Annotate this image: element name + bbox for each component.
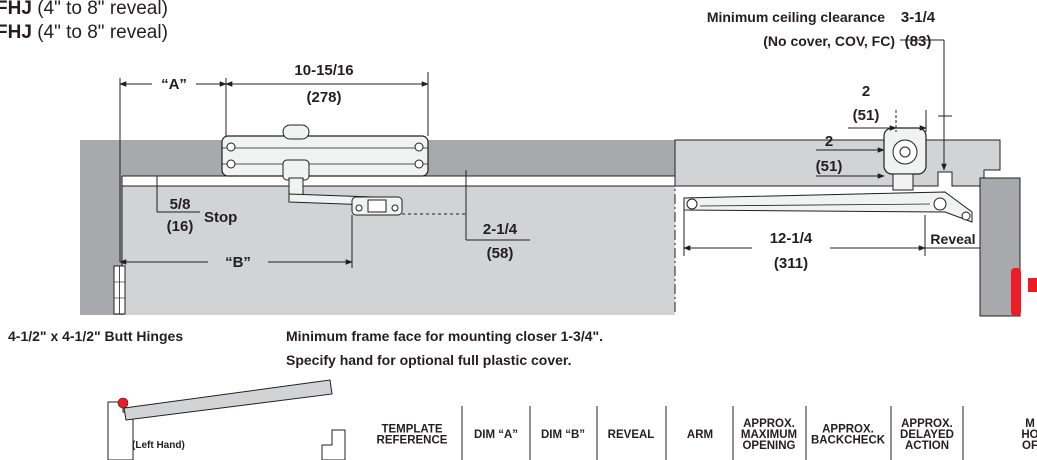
note-hinges: 4-1/2" x 4-1/2" Butt Hinges [8,328,183,344]
legend-line-1: FHJ (4" to 8" reveal) [0,0,168,19]
legend-range-1: (4" to 8" reveal) [37,0,168,19]
table-header-max-hold-open: M [1025,418,1035,430]
ceiling-clearance-value: 3-1/4 [901,9,936,26]
table-header-max-hold-open: OF [1022,440,1037,452]
door-swing-plan [107,379,346,460]
dim-closer-length: 10-15/16 [294,62,353,79]
dim-stop-fraction: 5/8 [170,196,191,213]
dim-side-height-mm: (51) [816,158,843,175]
table-header-max-opening: OPENING [742,440,795,452]
table-header-delayed-action: ACTION [905,440,949,452]
hinge-pivot-marker [117,397,129,409]
side-view [674,127,1037,317]
door-edge-marker [1011,268,1021,316]
dimension-lines-side [683,39,980,256]
dim-arm-drop: 2-1/4 [483,221,518,238]
table-header-delayed-action: DELAYED [900,429,954,441]
table-header-arm: ARM [687,429,713,441]
dim-stop-mm: (16) [167,218,194,235]
closer-body [221,124,429,181]
hand-label: (Left Hand) [132,440,185,451]
butt-hinge [113,265,126,315]
note-hand: Specify hand for optional full plastic c… [286,352,572,368]
dim-closer-length-mm: (278) [306,89,341,106]
table-header-backcheck: BACKCHECK [811,435,886,447]
table-header-max-hold-open: HO [1021,429,1037,441]
dim-arm-length-mm: (311) [774,255,808,272]
dim-b-label: “B” [225,254,251,271]
table-header-reveal: REVEAL [608,429,655,441]
dim-arm-length: 12-1/4 [770,230,813,247]
dim-reveal-label: Reveal [930,231,975,247]
table-header-dim-b: DIM “B” [541,429,585,441]
dim-side-width-mm: (51) [853,107,880,124]
table-header-max-opening: APPROX. [743,418,795,430]
table-header-delayed-action: APPROX. [901,418,953,430]
dim-side-width: 2 [862,83,870,100]
ceiling-clearance-label: Minimum ceiling clearance [707,9,885,25]
ceiling-clearance-sub: (No cover, COV, FC) [763,33,895,49]
dim-a-label: “A” [161,76,187,93]
dim-side-height: 2 [825,133,833,150]
table-header-max-opening: MAXIMUM [741,429,797,441]
ceiling-clearance-mm: (83) [905,33,932,50]
dimension-lines-main [119,72,530,268]
legend-code-1: FHJ [0,0,32,19]
closer-arm [288,177,403,216]
table-header-template-reference: TEMPLATE [381,424,442,436]
dim-stop-label: Stop [204,209,237,226]
table-header-backcheck: APPROX. [822,424,874,436]
legend-line-2: FHJ (4" to 8" reveal) [0,22,168,43]
table-header-template-reference: REFERENCE [377,435,448,447]
dim-arm-drop-mm: (58) [487,245,514,262]
note-frame-face: Minimum frame face for mounting closer 1… [286,328,603,344]
legend-code-2: FHJ [0,22,32,43]
table-header-dim-a: DIM “A” [474,429,518,441]
legend-range-2: (4" to 8" reveal) [37,22,168,43]
